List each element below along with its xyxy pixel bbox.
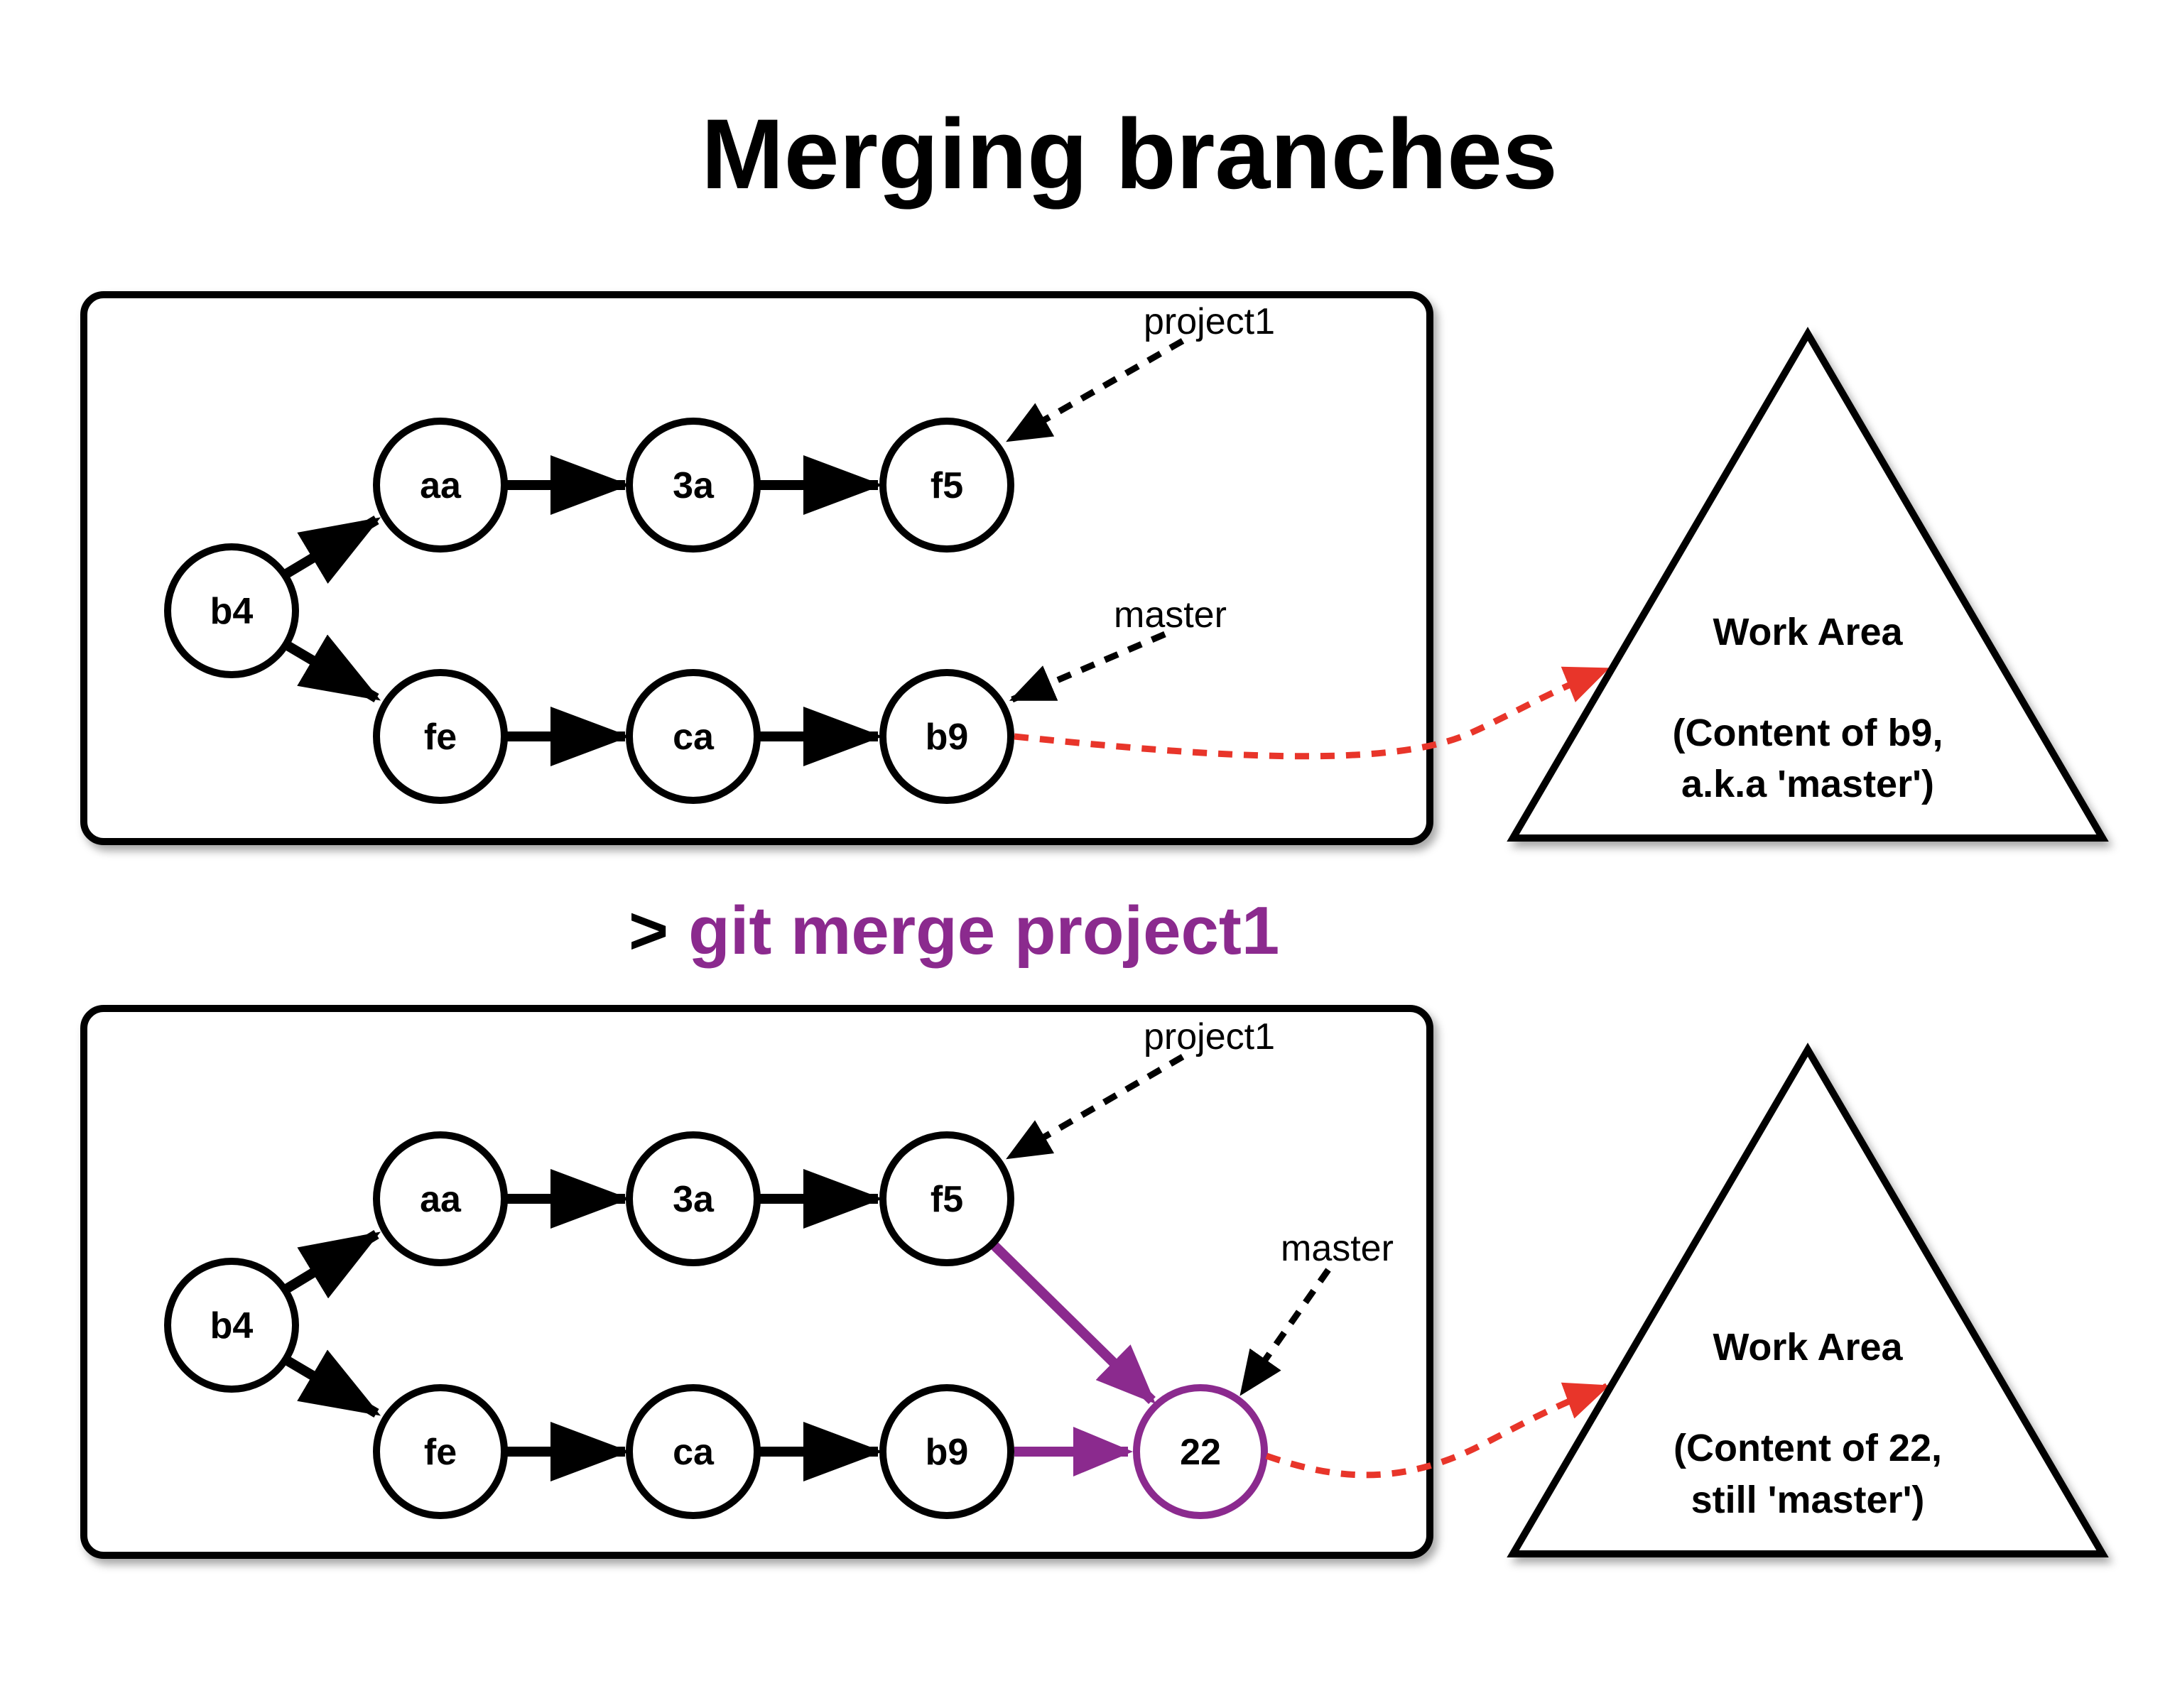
commit-node-aa: aa [373,1131,508,1266]
commit-node-f5: f5 [879,1131,1014,1266]
commit-node-22: 22 [1133,1384,1268,1519]
work-area-after: Work Area (Content of 22, still 'master'… [1507,1043,2109,1557]
svg-text:aa: aa [420,465,462,506]
svg-text:b4: b4 [210,591,254,632]
work-area-title: Work Area [1713,1326,1903,1369]
work-area-desc-line2: still 'master') [1691,1479,1925,1521]
commit-node-fe: fe [373,1384,508,1519]
work-area-title: Work Area [1713,611,1903,653]
edge-b4-fe [283,634,381,703]
svg-text:ca: ca [673,1432,715,1473]
svg-text:fe: fe [424,1432,457,1473]
edge-b4-aa [283,1230,381,1299]
command-text: git merge project1 [688,893,1279,969]
work-area-before: Work Area (Content of b9, a.k.a 'master'… [1507,327,2109,842]
svg-text:ca: ca [673,717,715,758]
commit-node-b4: b4 [164,543,299,678]
edge-b4-fe [283,1349,381,1418]
after-panel: project1 master b4 aa 3a f5 fe ca [80,1005,2109,1559]
work-area-desc-line1: (Content of 22, [1673,1427,1942,1469]
command-line: > git merge project1 [629,893,1279,969]
ref-arrow-project1 [1006,338,1185,443]
svg-text:fe: fe [424,717,457,758]
page-title: Merging branches [701,98,1558,210]
svg-text:b9: b9 [926,1432,969,1473]
svg-text:22: 22 [1180,1432,1221,1473]
before-panel: project1 master b4 aa 3a f5 fe ca [80,291,2109,845]
commit-node-fe: fe [373,669,508,804]
commit-node-3a: 3a [626,1131,761,1266]
ref-label-master: master [1281,1228,1394,1269]
ref-label-project1: project1 [1144,1016,1275,1057]
before-repo-box [80,291,1433,845]
svg-text:3a: 3a [673,1179,715,1220]
svg-text:b4: b4 [210,1305,254,1347]
before-edges [283,455,883,766]
svg-text:f5: f5 [931,465,963,506]
work-area-link-after [1265,1382,1610,1479]
commit-node-ca: ca [626,669,761,804]
ref-arrow-master [1009,631,1166,703]
ref-arrow-project1 [1006,1054,1185,1160]
svg-text:aa: aa [420,1179,462,1220]
ref-label-project1: project1 [1144,301,1275,342]
svg-text:b9: b9 [926,717,969,758]
commit-node-3a: 3a [626,418,761,553]
commit-node-b9: b9 [879,669,1014,804]
work-area-desc-line1: (Content of b9, [1673,712,1943,754]
work-area-desc-line2: a.k.a 'master') [1681,763,1934,805]
commit-node-aa: aa [373,418,508,553]
commit-node-b4: b4 [164,1258,299,1393]
edge-f5-22 [989,1241,1156,1404]
svg-text:f5: f5 [931,1179,963,1220]
command-prompt: > [629,893,668,969]
commit-node-f5: f5 [879,418,1014,553]
svg-text:3a: 3a [673,465,715,506]
ref-label-master: master [1114,594,1227,636]
edge-b4-aa [283,515,381,584]
commit-node-ca: ca [626,1384,761,1519]
commit-node-b9: b9 [879,1384,1014,1519]
after-edges [283,1169,1156,1481]
work-area-link-before [1014,665,1610,760]
